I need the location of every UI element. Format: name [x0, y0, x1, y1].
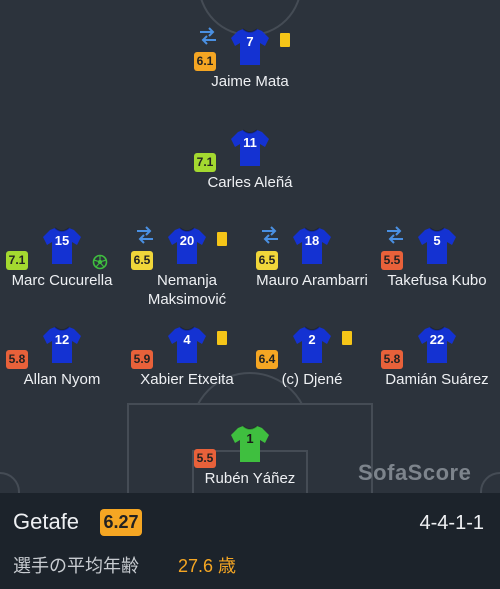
shirt-icon [292, 324, 332, 364]
formation: 4-4-1-1 [419, 512, 484, 534]
player-rating-badge: 6.4 [256, 350, 278, 369]
yellow-card-icon [342, 331, 352, 345]
player-rating-badge: 6.1 [194, 52, 216, 71]
player-rating-badge: 7.1 [194, 153, 216, 172]
yellow-card-icon [280, 33, 290, 47]
player-rating-badge: 5.8 [6, 350, 28, 369]
player-rating-badge: 5.5 [194, 449, 216, 468]
shirt-icon [42, 225, 82, 265]
player-name: Mauro Arambarri [256, 272, 368, 289]
goalkeeper-shirt-icon [230, 423, 270, 463]
average-age-label: 選手の平均年齢 [13, 556, 139, 576]
team-summary: Getafe 6.27 4-4-1-1 選手の平均年齢 27.6 歳 [0, 493, 500, 589]
substitution-icon [198, 27, 218, 45]
shirt-number: 12 [54, 332, 70, 347]
corner-arc-right [480, 472, 500, 493]
sofascore-watermark: SofaScore [358, 460, 472, 485]
shirt-number: 20 [179, 233, 195, 248]
substitution-icon [260, 226, 280, 244]
average-age-value: 27.6 歳 [178, 556, 237, 576]
substitution-icon [135, 226, 155, 244]
shirt-icon [42, 324, 82, 364]
goal-ball-icon [92, 254, 108, 270]
player-name: Takefusa Kubo [387, 272, 487, 289]
player-name: Rubén Yáñez [204, 470, 296, 487]
player-name: Xabier Etxeita [140, 371, 234, 388]
shirt-icon [417, 225, 457, 265]
team-name[interactable]: Getafe [13, 509, 80, 534]
player-name: Carles Aleñá [207, 174, 293, 191]
player-name: (c) Djené [281, 371, 343, 388]
shirt-number: 2 [308, 332, 316, 347]
shirt-number: 5 [433, 233, 441, 248]
player-name: Damián Suárez [385, 371, 489, 388]
corner-arc-left [0, 472, 20, 493]
player-rating-badge: 7.1 [6, 251, 28, 270]
shirt-number: 18 [304, 233, 320, 248]
shirt-number: 22 [429, 332, 445, 347]
player-rating-badge: 5.8 [381, 350, 403, 369]
player-rating-badge: 6.5 [256, 251, 278, 270]
player-rating-badge: 5.5 [381, 251, 403, 270]
shirt-number: 1 [246, 431, 254, 446]
shirt-icon [230, 26, 270, 66]
shirt-icon [417, 324, 457, 364]
shirt-number: 15 [54, 233, 70, 248]
shirt-number: 7 [246, 34, 254, 49]
player-name: Jaime Mata [211, 73, 289, 90]
yellow-card-icon [217, 232, 227, 246]
player-name: Marc Cucurella [11, 272, 113, 289]
substitution-icon [385, 226, 405, 244]
player-rating-badge: 5.9 [131, 350, 153, 369]
player-name: Allan Nyom [23, 371, 101, 388]
shirt-icon [167, 225, 207, 265]
shirt-number: 11 [243, 135, 257, 150]
shirt-icon [230, 127, 270, 167]
yellow-card-icon [217, 331, 227, 345]
player-rating-badge: 6.5 [131, 251, 153, 270]
team-rating-badge: 6.27 [100, 509, 142, 536]
player-name: Nemanja Maksimović [147, 272, 227, 308]
shirt-number: 4 [183, 332, 191, 347]
shirt-icon [292, 225, 332, 265]
shirt-icon [167, 324, 207, 364]
